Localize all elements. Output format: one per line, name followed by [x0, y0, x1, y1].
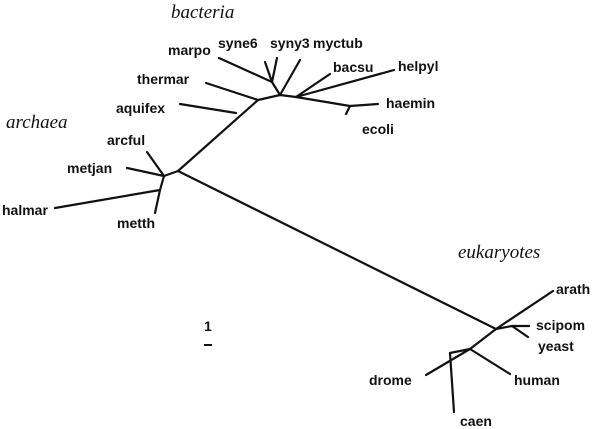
leaf-label-ecoli: ecoli — [362, 121, 394, 137]
leaf-label-yeast: yeast — [538, 338, 574, 354]
edge-archaea-inner — [158, 174, 166, 192]
edge-arcful — [145, 150, 166, 178]
edge-archaea-root — [162, 169, 180, 178]
edge-syny3 — [270, 56, 279, 84]
edge-metjan — [125, 166, 166, 178]
edge-bacteria-inner — [256, 93, 282, 102]
leaf-label-metjan: metjan — [67, 160, 112, 176]
leaf-label-bacsu: bacsu — [333, 59, 373, 75]
leaf-label-helpyl: helpyl — [398, 58, 438, 74]
edge-caen-node — [448, 347, 472, 355]
leaf-label-aquifex: aquifex — [116, 100, 165, 116]
leaf-label-drome: drome — [369, 372, 412, 388]
leaf-label-syny3: syny3 — [270, 35, 310, 51]
scale-value: 1 — [204, 318, 212, 334]
edge-bacsu — [294, 72, 332, 99]
edge-caen — [448, 351, 456, 414]
archaea-bacteria-edge — [176, 98, 260, 173]
leaf-label-arath: arath — [556, 281, 590, 297]
edge-euk-node — [468, 327, 498, 351]
leaf-label-scipom: scipom — [536, 317, 585, 333]
leaf-label-marpo: marpo — [168, 42, 211, 58]
edge-drome — [424, 347, 472, 377]
leaf-label-halmar: halmar — [2, 202, 48, 218]
edge-yeast — [510, 324, 530, 339]
edge-human — [468, 347, 512, 376]
leaf-label-haemin: haemin — [386, 95, 435, 111]
leaf-label-caen: caen — [460, 413, 492, 429]
leaf-label-syne6: syne6 — [218, 35, 258, 51]
edge-arath — [494, 289, 555, 331]
group-label-eukaryotes: eukaryotes — [458, 242, 540, 263]
leaf-label-human: human — [514, 372, 560, 388]
leaf-label-thermar: thermar — [137, 71, 190, 87]
edge-syne6 — [263, 60, 274, 84]
edge-aquifex — [178, 102, 238, 115]
group-label-bacteria: bacteria — [171, 2, 234, 23]
edge-thermar — [204, 81, 260, 102]
edge-fungi-node — [494, 324, 514, 331]
leaf-label-myctub: myctub — [313, 35, 363, 51]
edge-cyano-node — [270, 80, 282, 97]
edge-marpo — [217, 56, 274, 84]
edge-gamma-node — [294, 95, 352, 108]
edge-helpyl — [294, 68, 396, 99]
edge-proteo-node — [278, 93, 298, 99]
edge-halmar — [53, 188, 162, 210]
edge-myctub — [278, 58, 302, 97]
leaf-label-arcful: arcful — [107, 132, 145, 148]
backbone-edge — [176, 169, 498, 331]
group-label-archaea: archaea — [6, 112, 68, 133]
edge-haemin — [348, 102, 380, 108]
edge-ecoli — [344, 104, 352, 116]
leaf-label-metth: metth — [117, 215, 155, 231]
edge-metth — [153, 188, 162, 215]
